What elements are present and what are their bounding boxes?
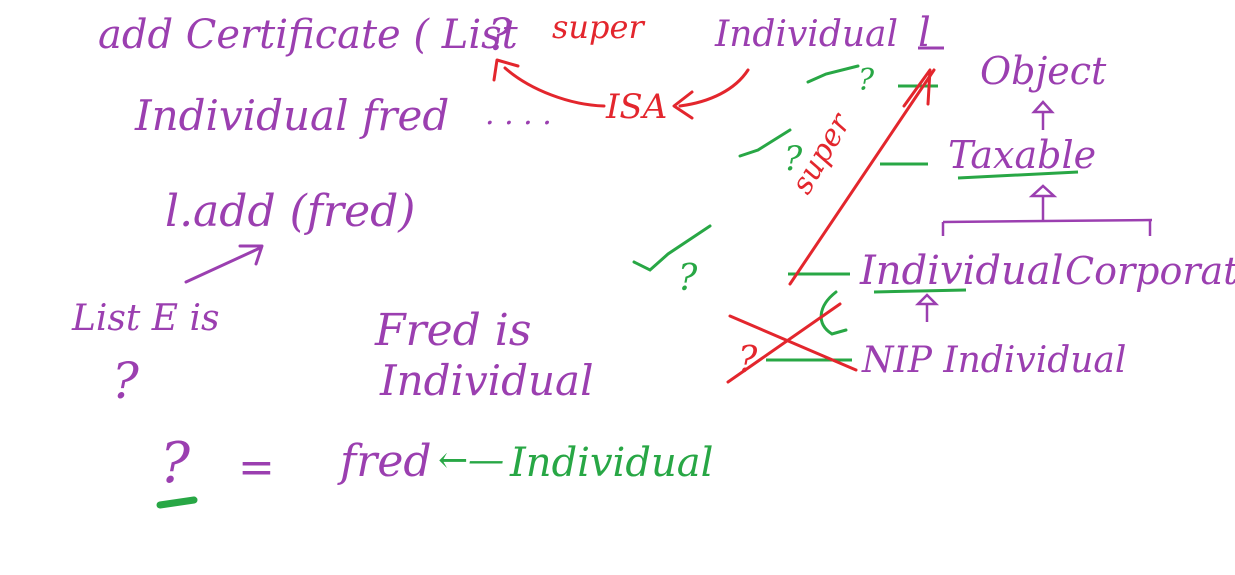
- list-e-is: List E is: [71, 298, 220, 339]
- nip-individual-class: NIP Individual: [861, 340, 1126, 381]
- list-type-question: ?: [488, 10, 512, 61]
- answer-underline: [156, 496, 198, 509]
- call-pointer-arrow: [184, 246, 262, 284]
- individual-underline: [873, 288, 967, 294]
- signature-line: add Certificate ( List: [98, 12, 519, 58]
- corporation-class: Corporation: [1065, 249, 1235, 293]
- check-taxable-question: ?: [784, 139, 803, 179]
- super-diagonal-arrowhead: [902, 68, 932, 108]
- individual-to-isa-arrowhead: [672, 90, 694, 120]
- subclass-bar: [942, 218, 1153, 224]
- call-pointer-arrowhead: [238, 244, 264, 266]
- individual-to-isa-arrow: [678, 68, 750, 108]
- check-individual-question: ?: [678, 258, 698, 299]
- check-taxable: [738, 128, 792, 158]
- equals-sign: =: [238, 442, 275, 493]
- individual-l-label: Individual: [714, 14, 898, 55]
- nip-cross-stroke-b: [726, 302, 842, 384]
- list-e-question: ?: [112, 352, 140, 410]
- fred-to-type-arrow: ←—: [438, 440, 504, 481]
- fred-answer: fred: [337, 436, 432, 487]
- check-object-question: ?: [858, 63, 875, 98]
- taxable-underline: [957, 170, 1079, 180]
- ellipsis: . . . .: [485, 97, 552, 132]
- fred-is-type: Individual: [379, 356, 594, 405]
- add-call: l.add (fred): [165, 186, 415, 237]
- l-symbol: l: [918, 10, 931, 56]
- fred-is: Fred is: [374, 305, 531, 356]
- nip-cross-stroke-a: [728, 314, 858, 372]
- isa-to-question-arrow: [503, 66, 606, 108]
- individual-class: Individual: [859, 248, 1063, 294]
- super-diagonal-line: [788, 68, 936, 286]
- super-label: super: [552, 8, 645, 46]
- fred-type-answer: Individual: [509, 440, 713, 486]
- isa-label: ISA: [605, 87, 667, 127]
- object-inherit-triangle: [1031, 100, 1055, 114]
- check-individual: [632, 224, 712, 272]
- nip-red-question: ?: [738, 340, 758, 381]
- isa-arrowhead: [492, 58, 520, 82]
- check-object: [806, 64, 860, 84]
- individual-inherit-triangle: [914, 293, 940, 306]
- taxable-class: Taxable: [948, 133, 1096, 177]
- object-class: Object: [980, 49, 1107, 93]
- answer-question: ?: [160, 431, 191, 496]
- declaration-line: Individual fred: [134, 91, 449, 140]
- taxable-inherit-triangle: [1028, 184, 1058, 198]
